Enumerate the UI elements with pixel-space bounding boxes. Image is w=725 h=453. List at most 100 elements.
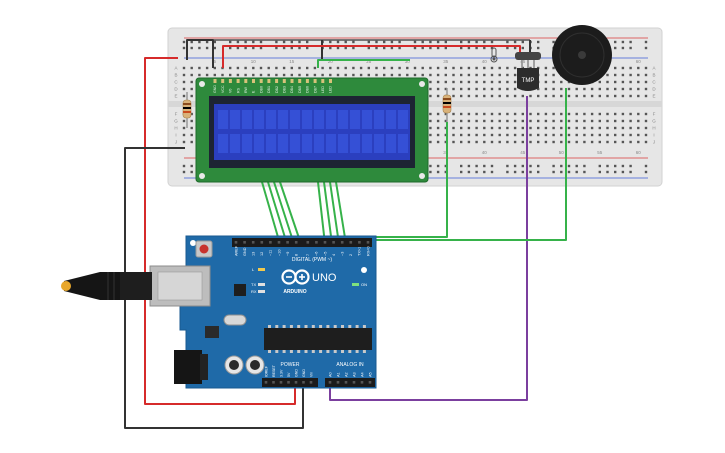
lcd-pin-label: GND [213,85,217,93]
breadboard-hole [483,94,486,98]
breadboard-hole [644,140,648,144]
lcd-character-cell [302,110,312,129]
breadboard-hole [544,126,548,130]
breadboard-hole [467,66,471,70]
breadboard-hole [190,40,193,44]
breadboard-hole [460,80,463,84]
breadboard-hole [614,80,617,84]
breadboard-hole [637,66,640,70]
digital-pin-label: ~5 [323,252,327,256]
digital-pin-label: TX>1 [358,247,362,256]
header-hole [360,381,364,384]
power-pin-label: GND [302,369,306,377]
tmp-sensor-header [515,52,541,60]
breadboard-hole [590,87,594,91]
breadboard-hole [483,73,486,77]
breadboard-hole [629,87,632,91]
breadboard-hole [467,140,471,144]
tmp-sensor-body [517,68,539,91]
breadboard-hole [567,170,571,174]
breadboard-hole [614,73,617,77]
led-on [352,283,359,286]
row-letter: J [175,140,177,145]
breadboard-hole [637,112,640,116]
row-letter: I [653,133,654,138]
breadboard-hole [205,66,209,70]
breadboard-hole [483,119,486,123]
breadboard-hole [537,87,540,91]
breadboard-hole [644,80,648,84]
breadboard-hole [552,119,555,123]
atmega-chip-pins [268,325,366,353]
breadboard-hole [298,66,301,70]
breadboard-hole [190,80,193,84]
breadboard-hole [552,40,555,44]
breadboard-hole [537,40,540,44]
crystal-oscillator [223,314,247,326]
header-hole [251,241,255,244]
breadboard-hole [390,73,394,77]
lcd-pin-label: DB3 [283,86,287,93]
chip-pin [304,350,308,353]
chip-pin [319,325,323,328]
chip-pin [275,350,279,353]
chip-pin [268,325,271,328]
breadboard-hole [544,140,548,144]
breadboard-hole [567,112,571,116]
lcd-character-cell [326,134,336,153]
breadboard-hole [444,80,447,84]
breadboard-hole [390,40,394,44]
breadboard-hole [560,112,563,116]
reset-button-cap[interactable] [199,244,209,254]
wire-green-lcd-d11 [267,181,288,245]
power-pin-label: Vin [309,372,313,377]
digital-pin-label: GND [243,247,247,256]
breadboard-hole [452,112,455,116]
header-hole [277,241,281,244]
breadboard-hole [590,126,594,130]
breadboard-hole [429,87,432,91]
breadboard-hole [244,46,247,50]
breadboard-hole [298,73,301,77]
breadboard-hole [590,133,594,137]
chip-pin [311,325,315,328]
breadboard-hole [506,87,509,91]
power-pin-label: RESET [272,364,276,377]
column-number: 60 [636,59,642,64]
breadboard-hole [552,112,555,116]
row-letter: H [652,126,655,131]
breadboard-hole [205,73,209,77]
breadboard-hole [513,126,517,130]
breadboard-hole [629,126,632,130]
breadboard-hole [598,140,601,144]
chip-pin [289,325,293,328]
breadboard-hole [560,87,563,91]
breadboard-hole [544,112,548,116]
breadboard-hole [436,126,440,130]
lcd-character-cell [266,110,276,129]
chip-pin [282,350,286,353]
breadboard-hole [367,40,370,44]
breadboard-hole [637,119,640,123]
breadboard-hole [521,133,524,137]
header-hole [260,241,264,244]
lcd-pin-label: DB6 [306,86,310,93]
breadboard-hole [329,66,332,70]
breadboard-hole [244,40,247,44]
lcd-character-cell [398,134,408,153]
lcd-character-cell [230,110,240,129]
digital-pin-label: ~11 [269,250,273,256]
chip-pin [319,350,323,353]
chip-pin [275,325,279,328]
breadboard-hole [375,73,378,77]
breadboard-hole [483,133,486,137]
breadboard-hole [621,94,625,98]
breadboard-hole [398,46,401,50]
breadboard-hole [190,126,193,130]
breadboard-hole [583,170,586,174]
breadboard-hole [306,66,309,70]
breadboard-hole [537,164,540,168]
led-l [258,268,265,271]
breadboard-hole [252,66,255,70]
